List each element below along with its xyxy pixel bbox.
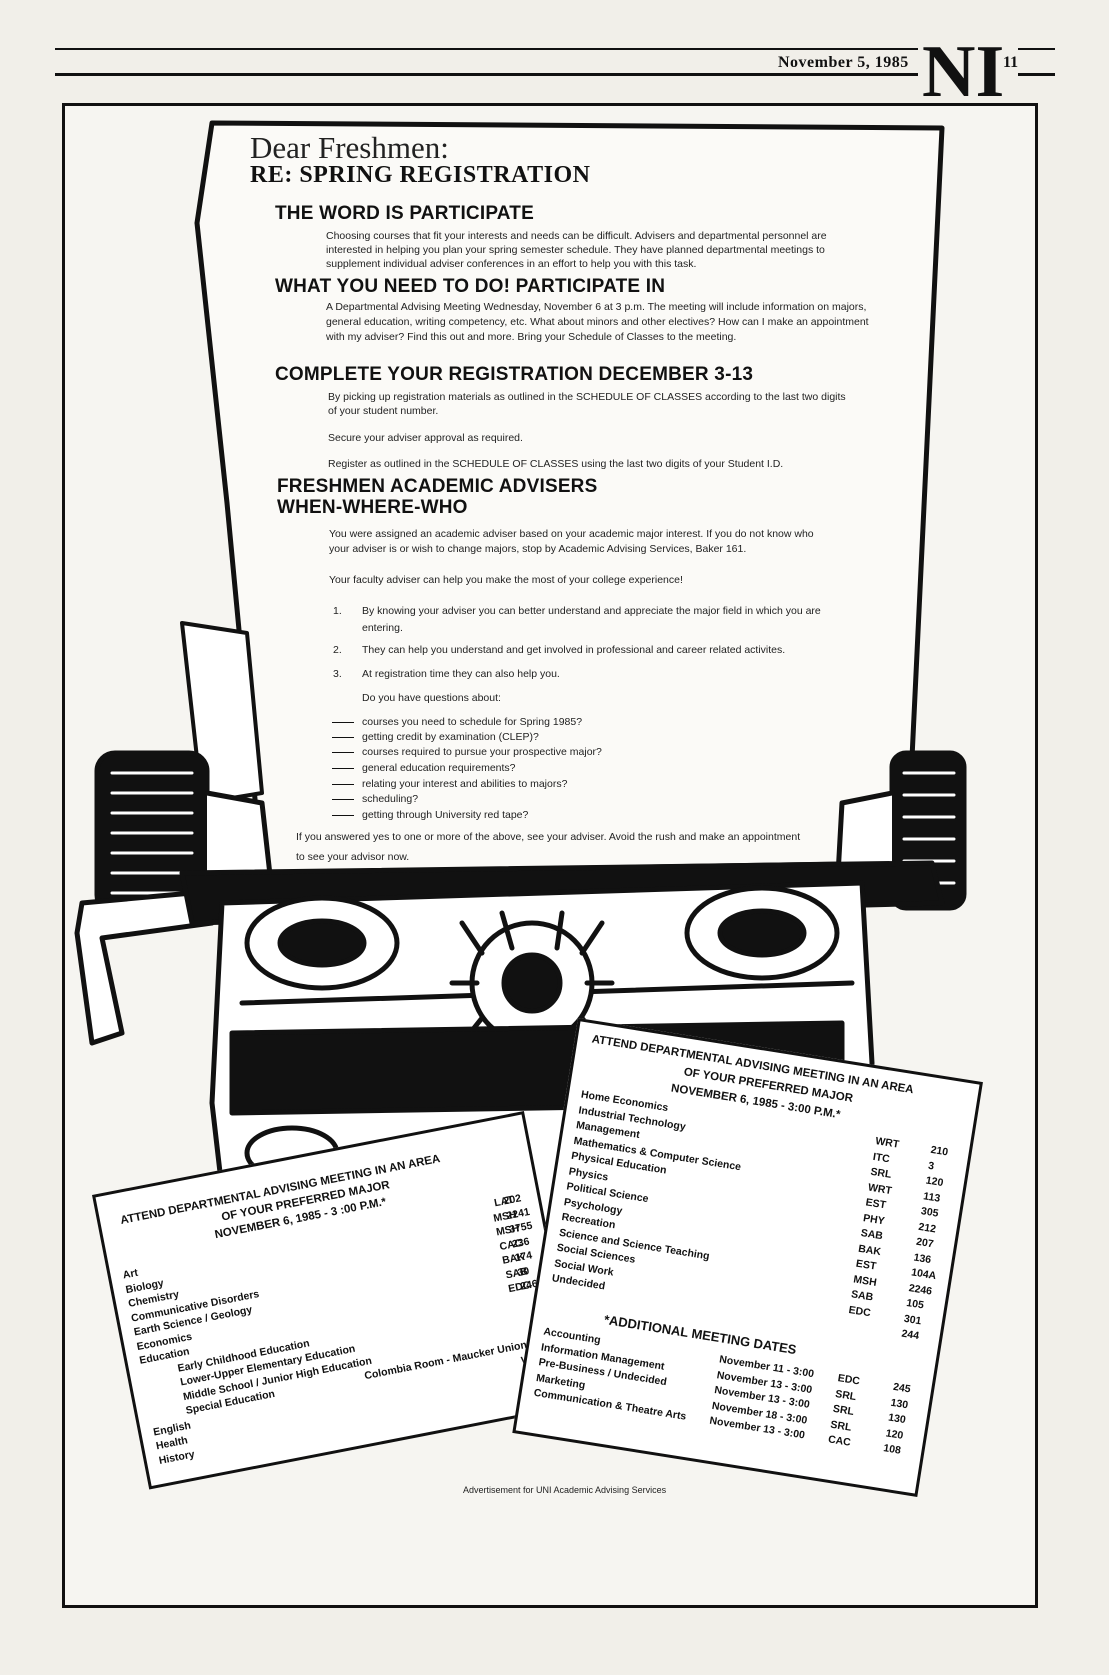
additional-row-building: SRL <box>832 1402 855 1418</box>
right-row-room: 136 <box>912 1251 933 1266</box>
numbered-2-num: 2. <box>333 644 342 656</box>
letter-salutation: Dear Freshmen: <box>250 130 449 165</box>
right-row-building: SAB <box>859 1226 884 1243</box>
heading-complete-registration: COMPLETE YOUR REGISTRATION DECEMBER 3-13 <box>275 364 754 385</box>
checkbox-blank <box>332 767 354 769</box>
closing-line-2: to see your advisor now. <box>296 851 410 863</box>
question-item: getting through University red tape? <box>332 808 528 823</box>
complete-line-2: of your student number. <box>328 405 439 417</box>
right-row-room: 212 <box>917 1220 937 1236</box>
right-row-building: EDC <box>847 1303 872 1319</box>
register-instructions: Register as outlined in the SCHEDULE OF … <box>328 458 784 470</box>
right-row-building: PHY <box>862 1211 886 1227</box>
checkbox-blank <box>332 736 354 738</box>
left-row-room: 202 <box>502 1192 523 1208</box>
faculty-adviser-note: Your faculty adviser can help you make t… <box>329 574 683 586</box>
additional-row-building: CAC <box>827 1433 852 1449</box>
question-item: general education requirements? <box>332 761 516 776</box>
additional-row-building: SRL <box>834 1387 858 1403</box>
checkbox-blank <box>332 751 354 753</box>
what-line-1: A Departmental Advising Meeting Wednesda… <box>326 301 867 313</box>
right-row-building: EST <box>855 1257 878 1273</box>
svg-text:NI: NI <box>922 32 1004 104</box>
complete-line-1: By picking up registration materials as … <box>328 391 846 403</box>
checkbox-blank <box>332 814 354 816</box>
advertisement-credit: Advertisement for UNI Academic Advising … <box>463 1485 667 1495</box>
left-row-room: 236 <box>510 1235 531 1251</box>
right-row-building: BAK <box>857 1242 882 1258</box>
heading-advisers: FRESHMEN ACADEMIC ADVISERS <box>277 476 598 497</box>
page-number: 11 <box>1003 54 1019 71</box>
what-line-2: general education, writing competency, e… <box>326 316 869 328</box>
additional-row-building: SRL <box>829 1418 853 1434</box>
checkbox-blank <box>332 721 354 723</box>
question-item: getting credit by examination (CLEP)? <box>332 730 539 745</box>
right-row-room: 105 <box>905 1296 925 1312</box>
numbered-1-text: By knowing your adviser you can better u… <box>362 605 821 617</box>
assigned-line-2: your adviser is or wish to change majors… <box>329 543 747 555</box>
additional-dates-title: *ADDITIONAL MEETING DATES <box>603 1311 798 1358</box>
additional-row-name: Communication & Theatre Arts <box>532 1386 688 1423</box>
right-row-room: 120 <box>924 1174 945 1190</box>
right-row-room: 244 <box>900 1327 920 1343</box>
question-item: relating your interest and abilities to … <box>332 777 567 792</box>
right-row-room: 3 <box>927 1159 936 1172</box>
additional-row-room: 245 <box>892 1380 912 1396</box>
secure-approval: Secure your adviser approval as required… <box>328 432 523 444</box>
masthead-rule-bottom <box>55 73 1055 76</box>
additional-row-room: 120 <box>884 1426 905 1442</box>
numbered-1-num: 1. <box>333 605 342 617</box>
right-row-building: EST <box>864 1196 887 1212</box>
right-row-name: Physics <box>568 1165 610 1184</box>
numbered-3-text: At registration time they can also help … <box>362 668 560 680</box>
numbered-1-text2: entering. <box>362 622 403 634</box>
assigned-line-1: You were assigned an academic adviser ba… <box>329 528 814 540</box>
right-row-building: SRL <box>869 1165 893 1181</box>
checkbox-blank <box>332 798 354 800</box>
right-row-building: MSH <box>852 1272 878 1289</box>
numbered-2-text: They can help you understand and get inv… <box>362 644 786 656</box>
checkbox-blank <box>332 783 354 785</box>
heading-what-to-do: WHAT YOU NEED TO DO! PARTICIPATE IN <box>275 276 666 297</box>
closing-line-1: If you answered yes to one or more of th… <box>296 831 801 843</box>
masthead-rule-top <box>55 48 1055 50</box>
right-row-building: SAB <box>850 1288 875 1304</box>
ni-logo: NI <box>918 32 1018 104</box>
right-row-room: 104A <box>910 1266 938 1283</box>
right-row-building: WRT <box>867 1181 893 1197</box>
questions-intro: Do you have questions about: <box>362 692 501 704</box>
participate-line-1: Choosing courses that fit your interests… <box>326 230 827 242</box>
additional-row-room: 130 <box>889 1396 910 1411</box>
right-meeting-sheet: ATTEND DEPARTMENTAL ADVISING MEETING IN … <box>512 1018 983 1497</box>
left-row-name: Art <box>121 1266 139 1282</box>
letter-subject: RE: SPRING REGISTRATION <box>250 162 591 188</box>
heading-participate: THE WORD IS PARTICIPATE <box>275 203 534 224</box>
additional-row-building: EDC <box>836 1372 861 1388</box>
left-row-room: 30 <box>516 1264 531 1279</box>
right-row-room: 301 <box>903 1312 923 1327</box>
right-row-building: WRT <box>874 1135 900 1151</box>
right-row-room: 2246 <box>907 1281 933 1298</box>
left-row-room: 174 <box>513 1249 534 1265</box>
left-row-room: 3755 <box>508 1219 534 1236</box>
question-item: courses required to pursue your prospect… <box>332 745 602 760</box>
participate-line-2: interested in helping you plan your spri… <box>326 244 825 256</box>
right-row-building: ITC <box>872 1150 891 1165</box>
additional-row-room: 130 <box>887 1411 907 1427</box>
participate-line-3: supplement individual adviser conference… <box>326 258 697 270</box>
right-row-room: 207 <box>915 1235 935 1251</box>
question-item: courses you need to schedule for Spring … <box>332 715 582 730</box>
heading-when-where-who: WHEN-WHERE-WHO <box>277 497 468 518</box>
what-line-3: with my adviser? Find this out and more.… <box>326 331 737 343</box>
issue-date: November 5, 1985 <box>778 54 909 71</box>
numbered-3-num: 3. <box>333 668 342 680</box>
right-row-room: 210 <box>929 1143 949 1159</box>
additional-row-room: 108 <box>882 1442 902 1457</box>
right-row-room: 305 <box>920 1205 940 1220</box>
question-item: scheduling? <box>332 792 418 807</box>
right-row-room: 113 <box>922 1189 942 1205</box>
left-row-room: 2241 <box>505 1205 531 1222</box>
